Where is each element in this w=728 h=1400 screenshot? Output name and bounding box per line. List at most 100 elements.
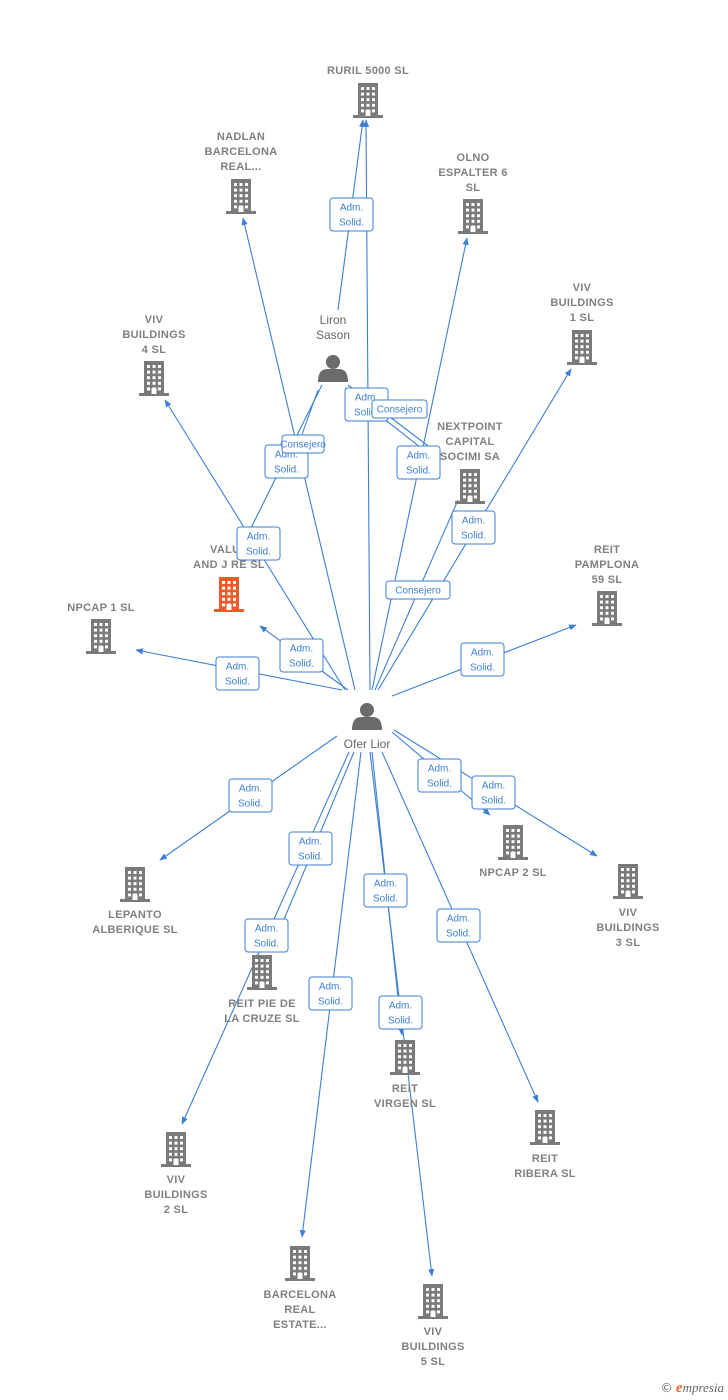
building-icon [161,1132,191,1167]
node-label: LEPANTO [108,909,162,921]
edge-label-text: Adm. [319,982,342,993]
node-ofer[interactable]: Ofer Lior [344,703,391,751]
edge-label-text: Solid. [318,997,343,1008]
node-label: VIV [573,282,592,294]
edge-label-ofer-reitpie[interactable]: Adm.Solid. [288,831,333,866]
edge-label-text: Solid. [373,894,398,905]
node-label: Sason [316,328,350,342]
node-label: BARCELONA [264,1289,337,1301]
node-npcap1[interactable]: NPCAP 1 SL [67,602,135,654]
edge-label-box [215,656,260,691]
building-icon [247,955,277,990]
edge-label-box [329,197,374,232]
edge-label-ofer-lepanto[interactable]: Adm.Solid. [228,778,273,813]
edge-label-ofer-viv1[interactable]: Adm.Solid. [451,510,496,545]
node-label: BUILDINGS [550,297,613,309]
edge-label-liron-nextpoint-adm[interactable]: Adm.Solid. [396,445,441,480]
node-label: VIV [145,314,164,326]
edge-label-liron-ruril[interactable]: Adm.Solid. [329,197,374,232]
edge-label-ofer-barcelona[interactable]: Adm. Solid. [308,976,353,1011]
edge-line-liron-value-consejero [299,389,319,441]
edge-label-text: Solid. [446,929,471,940]
edge-label-box [371,399,428,419]
node-label: SL [466,182,481,194]
node-label: BUILDINGS [144,1189,207,1201]
edge-label-ofer-viv3[interactable]: Adm.Solid. [471,775,516,810]
edge-label-box [436,908,481,943]
edge-label-text: Consejero [280,440,326,451]
edge-label-liron-value-consejero[interactable]: Consejero [280,434,326,454]
edge-label-text: Adm. [471,648,494,659]
building-icon [530,1110,560,1145]
building-icon [353,83,383,118]
node-npcap2[interactable]: NPCAP 2 SL [479,825,547,879]
edge-label-ofer-nextpoint[interactable]: Consejero [385,580,451,600]
building-icon [214,577,244,612]
edge-label-text: Adm. [407,451,430,462]
node-label: BUILDINGS [596,922,659,934]
edge-label-box [471,775,516,810]
edge-label-ofer-viv5[interactable]: Adm.Solid. [378,995,423,1030]
node-label: VIV [167,1174,186,1186]
edge-label-box [281,434,325,454]
edge-label-ofer-reitvirgen[interactable]: Adm. Solid. [363,873,408,908]
edge-label-text: Consejero [377,405,423,416]
node-label: AND J RE SL [193,559,265,571]
node-label: RIBERA SL [514,1168,576,1180]
edge-label-text: Solid. [254,939,279,950]
node-label: 59 SL [592,574,623,586]
node-ruril[interactable]: RURIL 5000 SL [327,65,409,118]
edge-label-liron-nextpoint-consejero[interactable]: Consejero [371,399,428,419]
edge-label-text: Adm. [355,393,378,404]
edge-label-text: Solid. [470,663,495,674]
building-icon [120,867,150,902]
edge-label-text: Solid. [461,531,486,542]
building-icon [418,1284,448,1319]
edge-label-ofer-viv2[interactable]: Adm.Solid. [244,918,289,953]
edge-label-ofer-reitribera[interactable]: Adm. Solid. [436,908,481,943]
building-icon [390,1040,420,1075]
edge-label-text: Adm. [374,879,397,890]
edge-label-text: Adm. [226,662,249,673]
edge-label-box [378,995,423,1030]
edge-label-ofer-npcap1[interactable]: Adm.Solid. [215,656,260,691]
building-icon [613,864,643,899]
node-label: SOCIMI SA [440,451,500,463]
building-icon [458,199,488,234]
node-label: VIV [619,907,638,919]
building-icon [86,619,116,654]
node-barcelona[interactable]: BARCELONAREALESTATE... [264,1246,337,1331]
copyright-icon: © [660,1381,673,1395]
edge-label-text: Adm. [447,914,470,925]
edge-label-liron-nadlan[interactable]: Adm.Solid. [236,526,281,561]
edge-label-ofer-npcap2[interactable]: Adm.Solid. [417,758,462,793]
node-nadlan[interactable]: NADLANBARCELONAREAL... [205,131,278,214]
empresia-logo: © empresia [661,1380,724,1397]
edge-label-ofer-reitpamplona[interactable]: Adm. Solid. [460,642,505,677]
edge-label-box [417,758,462,793]
edge-label-ofer-value[interactable]: Adm.Solid. [279,638,324,673]
brand-name: mpresia [682,1380,724,1395]
node-label: BUILDINGS [401,1341,464,1353]
node-label: REAL... [220,161,261,173]
edge-label-box [460,642,505,677]
edge-label-text: Adm. [290,644,313,655]
edge-label-text: Adm. [389,1001,412,1012]
edge-label-text: Adm. [299,837,322,848]
building-icon [139,361,169,396]
node-label: CAPITAL [446,436,495,448]
